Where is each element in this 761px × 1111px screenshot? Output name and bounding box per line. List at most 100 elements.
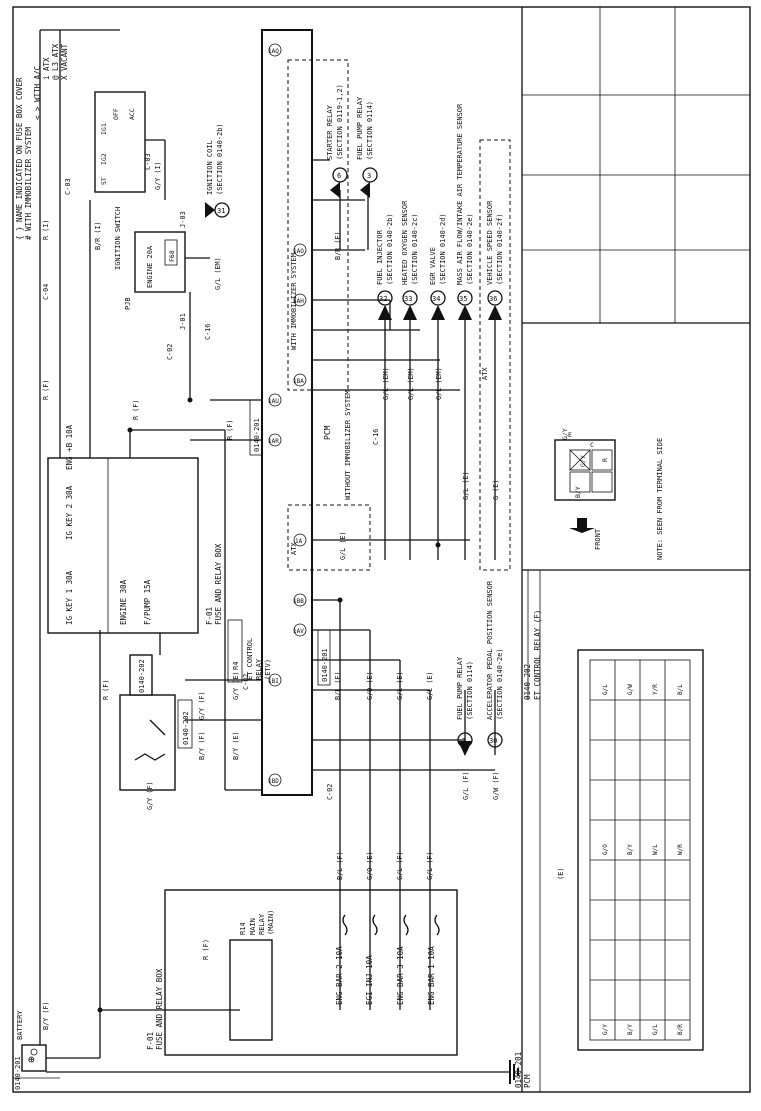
pcm-terminal: 1AQ xyxy=(268,48,279,55)
wire-byf: B/Y (F) xyxy=(198,731,206,760)
fuse-relay-box-left: F-01 FUSE AND RELAY BOX R14 MAIN RELAY (… xyxy=(146,889,458,1056)
pcm-terminal: 1AV xyxy=(293,628,304,635)
wire-bye: B/Y (E) xyxy=(232,731,240,760)
ign-conn-2: C-03 xyxy=(144,153,152,170)
wire-gye: G/Y (E) xyxy=(232,671,240,700)
dest-name: FUEL PUMP RELAY xyxy=(356,96,364,160)
dest-fuel-pump-relay-2: 2 FUEL PUMP RELAY (SECTION 0114) xyxy=(456,656,474,756)
connector-panel-grid xyxy=(521,7,750,1092)
dest-name: EGR VALVE xyxy=(429,247,437,285)
wire-bri: B/R (I) xyxy=(94,221,102,250)
note-line-6: X VACANT xyxy=(60,43,69,80)
wire-bre: B/R (E) xyxy=(334,231,342,260)
pcm-terminal: 1AO xyxy=(293,248,304,255)
dest-num: 36 xyxy=(489,295,497,303)
seen-note: NOTE: SEEN FROM TERMINAL SIDE xyxy=(656,438,664,560)
pjb-name: PJB xyxy=(124,297,132,310)
atx-label: ATX xyxy=(290,542,298,555)
pcm-terminal: 1AU xyxy=(268,398,279,405)
dest-num: 30 xyxy=(489,737,497,745)
svg-text:⊕: ⊕ xyxy=(28,1053,35,1066)
ignition-switch xyxy=(94,91,146,193)
footer: 0140-201 xyxy=(13,1056,60,1090)
wire-gle-1: G/L (E) xyxy=(396,671,404,700)
pcm-pin: Y/R xyxy=(652,684,659,695)
fuse-relay-box-top: IG KEY 1 30A IG KEY 2 30A ENG +B 10A ENG… xyxy=(47,424,223,634)
dest-num: 31 xyxy=(217,207,225,215)
pin-c: C xyxy=(590,441,594,449)
fuse-box-left-title1: F-01 xyxy=(146,1032,155,1050)
et-control-relay: 0140-202 R4 ET CONTROL RELAY (ETV) 0140-… xyxy=(119,619,272,791)
et-relay-name1: ET CONTROL xyxy=(246,638,254,680)
wire-c04: C-04 xyxy=(42,284,50,300)
dest-ignition-coil: 31 IGNITION COIL (SECTION 0140-2b) xyxy=(205,123,230,218)
wire-ge: G (E) xyxy=(492,480,500,500)
pcm-view-e: (E) xyxy=(557,867,565,880)
footer-code: 0140-201 xyxy=(14,1056,22,1090)
main-relay xyxy=(229,939,273,1041)
main-relay-name3: (MAIN) xyxy=(267,910,275,935)
et-relay-name2: RELAY xyxy=(255,658,263,680)
dest-section: (SECTION 0140-2e) xyxy=(496,648,504,720)
ign-conn-1: C-03 xyxy=(64,178,72,195)
wire-ri: R (I) xyxy=(42,220,50,240)
dest-name: HEATED OXYGEN SENSOR xyxy=(401,200,409,285)
pcm-pin: B/Y xyxy=(627,1024,634,1035)
dest-section: (SECTION 0119-1,2) xyxy=(336,84,344,160)
dest-section: (SECTION 0114) xyxy=(366,101,374,160)
dest-name: FUEL INJECTOR xyxy=(376,229,384,285)
pcm-pin: G/L xyxy=(602,684,609,695)
pcm-pin-grid xyxy=(590,660,690,1040)
pcm-terminal: 1A xyxy=(295,538,303,545)
et-relay-code: R4 xyxy=(232,662,240,670)
wire-gle-4: G/L (E) xyxy=(339,531,347,560)
note-line-1: { } NAME INDICATED ON FUSE BOX COVER xyxy=(15,77,24,240)
pin-by: B/Y xyxy=(574,486,582,498)
dest-section: (SECTION 0140-2d) xyxy=(439,213,447,285)
wire-gyf: G/Y (F) xyxy=(146,781,154,810)
ign-pos-st: ST xyxy=(100,177,108,185)
ign-pos-ig2: IG2 xyxy=(100,153,108,165)
pcm-label: PCM xyxy=(323,425,332,440)
dest-num: 32 xyxy=(379,295,387,303)
dest-starter-relay: 6 STARTER RELAY (SECTION 0119-1,2) xyxy=(326,84,348,198)
pcm-terminal: 1BA xyxy=(293,378,304,385)
et-relay-name3: (ETV) xyxy=(264,659,272,680)
pcm-conn-label: 0140-201 xyxy=(321,648,329,682)
pcm-terminal: 1AR xyxy=(268,438,279,445)
et-relay-connector-view: 0140-202 ET CONTROL RELAY (F) G/Y R B/Y … xyxy=(523,428,664,700)
main-relay-code: R14 xyxy=(239,922,247,935)
et-relay-conn2: 0140-202 xyxy=(182,711,190,745)
pjb-fuse: ENGINE 20A xyxy=(146,245,154,288)
wire-gof: G/O (E) xyxy=(366,851,374,880)
fuse-ig-key-1: IG KEY 1 30A xyxy=(65,570,74,625)
pcm-view-code: 0140-201 xyxy=(514,1052,523,1088)
pcm-view-name: PCM xyxy=(523,1074,532,1088)
dest-name: FUEL PUMP RELAY xyxy=(456,656,464,720)
dest-vehicle-speed-sensor: 36 VEHICLE SPEED SENSOR (SECTION 0140-2f… xyxy=(486,200,504,320)
fuse-box-top-title2: FUSE AND RELAY BOX xyxy=(214,543,223,625)
front-label: FRONT xyxy=(594,528,602,550)
dest-name: IGNITION COIL xyxy=(206,140,214,195)
wire-gyi: G/Y (I) xyxy=(154,161,162,190)
wire-blf: B/L (F) xyxy=(336,851,344,880)
dest-section: (SECTION 0140-2b) xyxy=(216,123,224,195)
wire-rf-2: R (F) xyxy=(102,680,110,700)
wire-rf-4: R (F) xyxy=(226,420,234,440)
pjb-fuse-code: F68 xyxy=(168,250,176,262)
wire-gle-em-4: G/L (EM) xyxy=(214,257,222,290)
pcm-pin: G/O xyxy=(602,844,609,855)
dest-app-sensor: 30 ACCELERATOR PEDAL POSITION SENSOR (SE… xyxy=(486,580,504,748)
dest-section: (SECTION 0114) xyxy=(466,661,474,720)
dest-section: (SECTION 0140-2b) xyxy=(386,213,394,285)
dest-num: 34 xyxy=(432,295,440,303)
wire-c02-2: C-02 xyxy=(242,674,250,690)
dest-name: STARTER RELAY xyxy=(326,104,334,160)
wire-gle-2: G/L (E) xyxy=(426,671,434,700)
dest-fuel-injector: 32 FUEL INJECTOR (SECTION 0140-2b) xyxy=(376,213,394,320)
wire-c16-1: C-16 xyxy=(204,324,212,340)
pcm-terminal: 1BD xyxy=(268,778,279,785)
pjb-j03: J-03 xyxy=(179,211,187,228)
fuse-eng-bar-1: ENG BAR 1 10A xyxy=(427,946,436,1005)
